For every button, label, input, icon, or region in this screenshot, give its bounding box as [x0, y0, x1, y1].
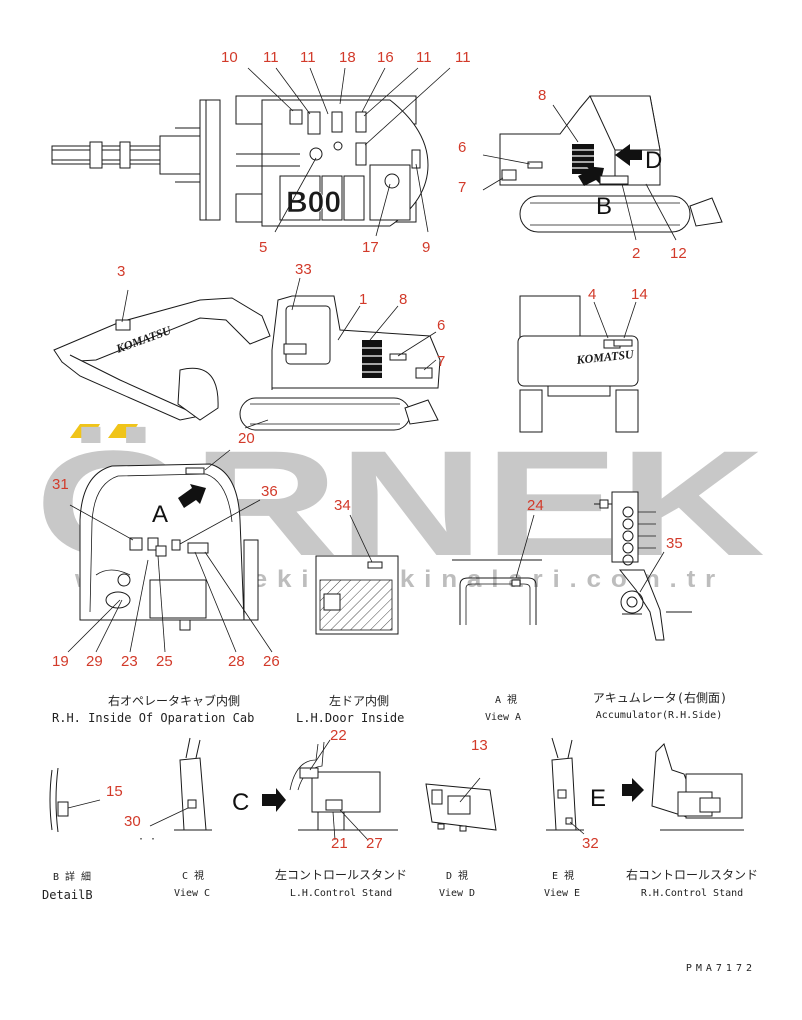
callout-15: 15	[106, 783, 123, 800]
callout-36: 36	[261, 483, 278, 500]
callout-34: 34	[334, 497, 351, 514]
side-view-left: KOMATSU	[53, 277, 441, 431]
caption-acc-en: Accumulator(R.H.Side)	[596, 710, 722, 721]
view-letter-e: E	[590, 785, 606, 812]
callout-23: 23	[121, 653, 138, 670]
watermark-accent-left	[70, 424, 100, 438]
caption-viewd-jp: D 視	[446, 869, 468, 882]
caption-lhstand-jp: 左コントロールスタンド	[275, 867, 407, 882]
callout-30: 30	[124, 813, 141, 830]
view-d-panel	[425, 777, 497, 832]
callout-7-top: 7	[458, 179, 466, 196]
callout-10: 10	[221, 49, 238, 66]
callout-5: 5	[259, 239, 267, 256]
logo-rear: KOMATSU	[575, 347, 636, 367]
caption-cab-jp: 右オペレータキャブ内側	[108, 693, 240, 708]
detail-b-view	[49, 767, 101, 833]
caption-viewc-jp: C 視	[182, 869, 204, 882]
svg-text:· ·: · ·	[138, 834, 156, 845]
caption-viewa-jp: A 視	[495, 693, 517, 706]
view-letter-b: B	[596, 193, 612, 220]
caption-viewc-en: View C	[174, 888, 210, 899]
callout-19: 19	[52, 653, 69, 670]
callout-21: 21	[331, 835, 348, 852]
rear-view: KOMATSU	[517, 295, 639, 433]
caption-viewe-jp: E 視	[552, 869, 574, 882]
accumulator-view	[594, 491, 692, 641]
callout-18: 18	[339, 49, 356, 66]
callout-35: 35	[666, 535, 683, 552]
callout-1: 1	[359, 291, 367, 308]
callout-9: 9	[422, 239, 430, 256]
callout-8-side: 8	[399, 291, 407, 308]
side-view-top-right	[482, 95, 723, 241]
caption-rhstand-jp: 右コントロールスタンド	[626, 867, 758, 882]
callout-25: 25	[156, 653, 173, 670]
caption-acc-jp: アキュムレータ(右側面)	[593, 690, 727, 705]
caption-viewd-en: View D	[439, 888, 475, 899]
callout-29: 29	[86, 653, 103, 670]
watermark-accent-right	[108, 424, 138, 438]
callout-20: 20	[238, 430, 255, 447]
caption-rhstand-en: R.H.Control Stand	[641, 888, 743, 899]
callout-6-top: 6	[458, 139, 466, 156]
callout-8-top: 8	[538, 87, 546, 104]
view-letter-d: D	[645, 147, 662, 174]
view-a-detail	[452, 514, 542, 625]
caption-cab-en: R.H. Inside Of Oparation Cab	[52, 711, 254, 725]
callout-26: 26	[263, 653, 280, 670]
callout-11-a: 11	[263, 49, 279, 66]
caption-door-jp: 左ドア内側	[329, 693, 389, 708]
callout-3: 3	[117, 263, 125, 280]
lh-control-stand	[262, 739, 398, 841]
caption-detailb-jp: B 詳 細	[53, 870, 91, 883]
callout-6-side: 6	[437, 317, 445, 334]
svg-text:B00: B00	[286, 186, 341, 219]
callout-33: 33	[295, 261, 312, 278]
rh-control-stand	[622, 743, 744, 831]
caption-lhstand-en: L.H.Control Stand	[290, 888, 392, 899]
callout-28: 28	[228, 653, 245, 670]
callout-13: 13	[471, 737, 488, 754]
caption-viewa-en: View A	[485, 712, 521, 723]
captions: 右オペレータキャブ内側 R.H. Inside Of Oparation Cab…	[42, 690, 758, 974]
callout-32: 32	[582, 835, 599, 852]
view-letter-c: C	[232, 789, 249, 816]
callout-11-d: 11	[455, 49, 471, 66]
callout-7-side: 7	[437, 353, 445, 370]
callout-14: 14	[631, 286, 648, 303]
callout-2: 2	[632, 245, 640, 262]
cab-inside-view	[67, 449, 273, 653]
door-inside-view	[315, 514, 399, 635]
top-plan-view: B00	[51, 67, 451, 237]
callout-24: 24	[527, 497, 544, 514]
view-e-stand	[546, 737, 585, 835]
callout-12: 12	[670, 245, 687, 262]
callout-27: 27	[366, 835, 383, 852]
callout-16: 16	[377, 49, 394, 66]
caption-detailb-en: DetailB	[42, 888, 93, 902]
caption-viewe-en: View E	[544, 888, 580, 899]
caption-door-en: L.H.Door Inside	[296, 711, 404, 725]
callout-31: 31	[52, 476, 69, 493]
callout-numbers: 10 11 11 18 16 11 11 5 17 9 8 6 7 2 12 3…	[52, 49, 687, 852]
callout-22: 22	[330, 727, 347, 744]
view-letter-a: A	[152, 501, 168, 528]
view-c-stand: · ·	[138, 737, 212, 845]
callout-17: 17	[362, 239, 379, 256]
callout-4: 4	[588, 286, 596, 303]
callout-11-c: 11	[416, 49, 432, 66]
drawing-code: PMA7172	[686, 963, 756, 974]
callout-11-b: 11	[300, 49, 316, 66]
